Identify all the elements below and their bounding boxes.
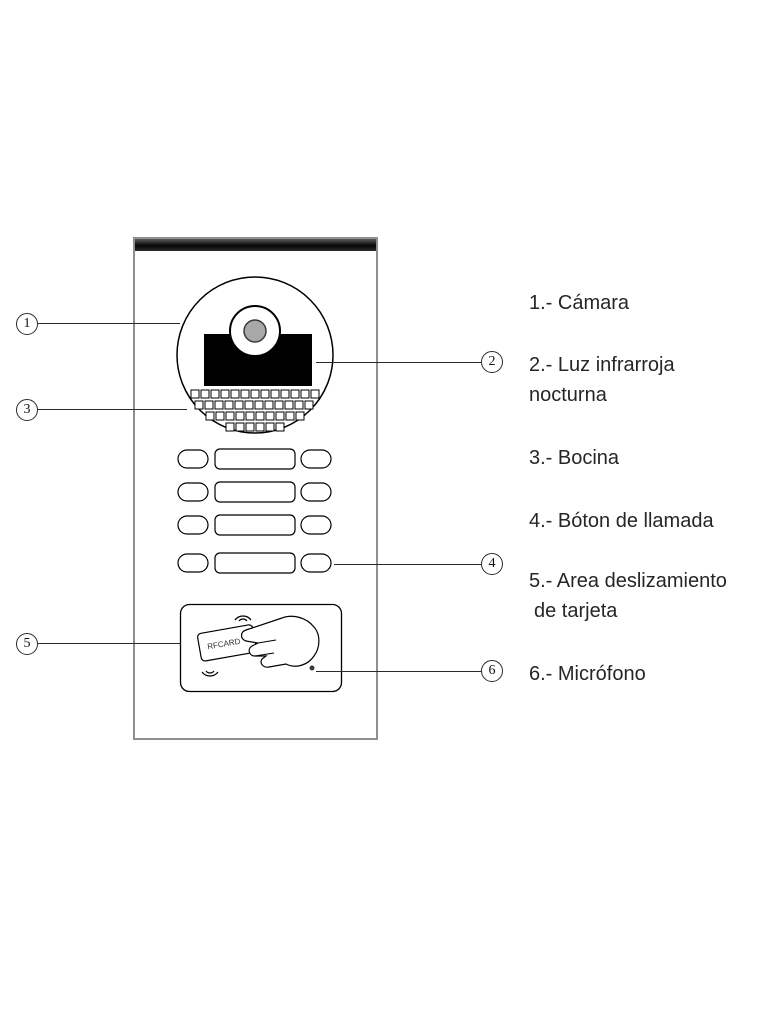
callout-marker-microphone: 6 bbox=[481, 660, 503, 682]
legend-item-ir-light: 2.- Luz infrarroja nocturna bbox=[529, 350, 675, 410]
callout-number: 4 bbox=[488, 556, 496, 571]
legend-text: 2.- Luz infrarroja bbox=[529, 354, 675, 376]
callout-line-3 bbox=[38, 409, 187, 410]
callout-marker-card-area: 5 bbox=[16, 633, 38, 655]
legend-text: 5.- Area deslizamiento bbox=[529, 570, 727, 592]
panel-top-strip bbox=[135, 239, 376, 251]
callout-marker-speaker: 3 bbox=[16, 399, 38, 421]
callout-line-5 bbox=[38, 643, 181, 644]
call-buttons bbox=[177, 448, 332, 574]
callout-line-4 bbox=[334, 564, 481, 565]
callout-line-2 bbox=[316, 362, 481, 363]
legend-text: 4.- Bóton de llamada bbox=[529, 510, 714, 532]
legend-text: 1.- Cámara bbox=[529, 292, 630, 314]
card-reader-area: RFCARD bbox=[179, 603, 343, 693]
callout-number: 5 bbox=[23, 636, 31, 651]
callout-marker-ir-light: 2 bbox=[481, 351, 503, 373]
legend-item-call-button: 4.- Bóton de llamada bbox=[529, 506, 714, 536]
legend-text-line2: nocturna bbox=[529, 384, 607, 406]
legend-item-speaker: 3.- Bocina bbox=[529, 443, 619, 473]
callout-line-6 bbox=[316, 671, 481, 672]
callout-marker-call-button: 4 bbox=[481, 553, 503, 575]
callout-line-1 bbox=[38, 323, 180, 324]
callout-number: 6 bbox=[488, 663, 496, 678]
camera-lens-icon bbox=[229, 305, 281, 357]
hand-icon bbox=[240, 615, 320, 668]
legend-item-card-area: 5.- Area deslizamiento de tarjeta bbox=[529, 566, 727, 626]
contactless-wave-bottom-icon bbox=[201, 671, 219, 677]
microphone-hole bbox=[309, 665, 315, 671]
intercom-panel-drawing: RFCARD bbox=[133, 237, 378, 740]
legend-text: 6.- Micrófono bbox=[529, 663, 646, 685]
legend-item-camera: 1.- Cámara bbox=[529, 288, 629, 318]
legend-text: 3.- Bocina bbox=[529, 447, 620, 469]
legend-text-line2: de tarjeta bbox=[534, 600, 618, 622]
callout-marker-camera: 1 bbox=[16, 313, 38, 335]
callout-number: 1 bbox=[23, 316, 31, 331]
contactless-wave-bottom-inner-icon bbox=[205, 670, 215, 674]
callout-number: 3 bbox=[23, 402, 31, 417]
contactless-wave-top-icon bbox=[234, 615, 252, 621]
intercom-panel: RFCARD bbox=[133, 237, 378, 740]
callout-number: 2 bbox=[488, 354, 496, 369]
contactless-wave-top-inner-icon bbox=[238, 618, 248, 622]
legend-item-microphone: 6.- Micrófono bbox=[529, 659, 646, 689]
